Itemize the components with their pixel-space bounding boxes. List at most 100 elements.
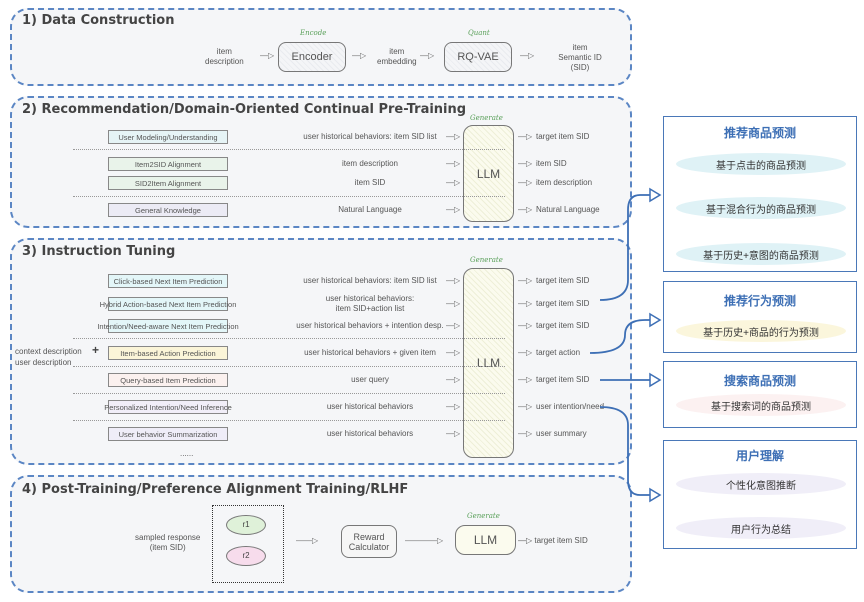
encode-label: Encode [300,29,327,37]
divider [73,149,505,150]
panel-title: 推荐行为预测 [723,294,796,308]
llm-box: LLM [455,525,516,555]
section-post-training [10,475,632,593]
arrow-icon: —▷ [518,321,533,330]
response-r2: r2 [226,546,266,566]
panel-item: 个性化意图推断 [676,473,846,495]
panel-title: 推荐商品预测 [723,126,796,140]
user-description-label: user description [15,358,72,367]
connector-recommend-item [599,194,652,301]
arrow-icon [649,312,662,328]
task-box: Item-based Action Prediction [108,346,228,360]
task-input: user historical behaviors [326,429,414,438]
task-output: target item SID [536,299,590,308]
arrow-icon: —▷ [518,402,533,411]
arrow-icon: —▷ [518,205,533,214]
task-output: user intention/need [536,402,605,411]
encoder-box: Encoder [278,42,346,72]
panel-3: 搜索商品预测基于搜索词的商品预测 [663,361,857,428]
task-box: User Modeling/Understanding [108,130,228,144]
sampled-response-group [212,505,284,583]
connector-recommend-action [589,319,652,354]
task-output: target item SID [536,321,590,330]
arrow-icon: —▷ [518,375,533,384]
arrow-icon: —▷ [352,51,367,60]
response-r1: r1 [226,515,266,535]
panel-item: 基于混合行为的商品预测 [676,197,846,219]
task-input: user historical behaviors: item SID list [303,276,437,285]
task-box: Click-based Next Item Prediction [108,274,228,288]
generate-label: Generate [467,512,500,520]
arrow-icon: —▷ [518,348,533,357]
arrow-icon: —▷ [518,178,533,187]
divider [73,393,505,394]
arrow-icon: —▷ [446,375,461,384]
panel-title: 搜索商品预测 [723,374,796,388]
task-input: user historical behaviors: item SID+acti… [325,294,415,313]
task-input: user query [351,375,389,384]
panel-2: 推荐行为预测基于历史+商品的行为预测 [663,281,857,353]
arrow-icon: —▷ [446,402,461,411]
generate-label: Generate [470,256,503,264]
arrow-icon: —▷ [518,159,533,168]
sampled-response-label: sampled response (item SID) [135,533,201,552]
arrow-icon [649,487,662,503]
arrow-icon: —▷ [420,51,435,60]
arrow-icon: —▷ [518,299,533,308]
arrow-icon: —▷ [260,51,275,60]
panel-item: 基于搜索词的商品预测 [676,394,846,416]
divider [73,338,505,339]
arrow-icon: —▷ [518,429,533,438]
arrow-icon [649,372,662,388]
task-box: Intention/Need-aware Next Item Predictio… [97,319,239,333]
arrow-icon: —▷ [446,429,461,438]
arrow-icon: —▷ [446,178,461,187]
panel-item: 基于点击的商品预测 [676,153,846,175]
divider [73,366,505,367]
task-box: Hybrid Action-based Next Item Prediction [100,297,236,311]
context-description-label: context description [15,347,82,356]
panel-item: 用户行为总结 [676,517,846,539]
arrow-icon: —▷ [446,276,461,285]
divider [73,196,505,197]
more-ellipsis: ...... [180,449,194,458]
divider [73,420,505,421]
arrow-icon [649,187,662,203]
arrow-icon: —▷ [446,205,461,214]
reward-calculator-box: Reward Calculator [341,525,397,558]
panel-title: 用户理解 [735,449,784,463]
panel-1: 推荐商品预测基于点击的商品预测基于混合行为的商品预测基于历史+意图的商品预测 [663,116,857,272]
task-input: item description [341,159,399,168]
task-box: User behavior Summarization [108,427,228,441]
section-title: 4) Post-Training/Preference Alignment Tr… [22,482,409,497]
section-title: 2) Recommendation/Domain-Oriented Contin… [22,102,467,117]
arrow-icon: —▷ [446,132,461,141]
panel-item: 基于历史+意图的商品预测 [676,243,846,265]
target-item-sid-label: —▷ target item SID [518,536,588,545]
task-input: user historical behaviors: item SID list [303,132,437,141]
panel-4: 用户理解个性化意图推断用户行为总结 [663,440,857,549]
connector-user-understanding [599,406,652,496]
task-box: Item2SID Alignment [108,157,228,171]
rq-vae-box: RQ-VAE [444,42,512,72]
section-title: 3) Instruction Tuning [22,244,176,259]
arrow-icon: —▷ [446,348,461,357]
task-box: SID2Item Alignment [108,176,228,190]
section-title: 1) Data Construction [22,13,175,28]
arrow-icon: —▷ [518,132,533,141]
task-input: item SID [354,178,386,187]
arrow-icon: ————▷ [405,536,444,545]
task-input: Natural Language [338,205,402,214]
task-output: item description [536,178,593,187]
task-output: target item SID [536,276,590,285]
task-output: target action [536,348,581,357]
task-input: user historical behaviors + given item [304,348,436,357]
arrow-icon: —▷ [520,51,535,60]
item-embedding-label: item embedding [377,47,417,66]
task-input: user historical behaviors [326,402,414,411]
arrow-icon: —▷ [518,276,533,285]
quant-label: Quant [468,29,490,37]
task-box: Personalized Intention/Need Inference [104,400,232,414]
arrow-icon: —▷ [446,299,461,308]
